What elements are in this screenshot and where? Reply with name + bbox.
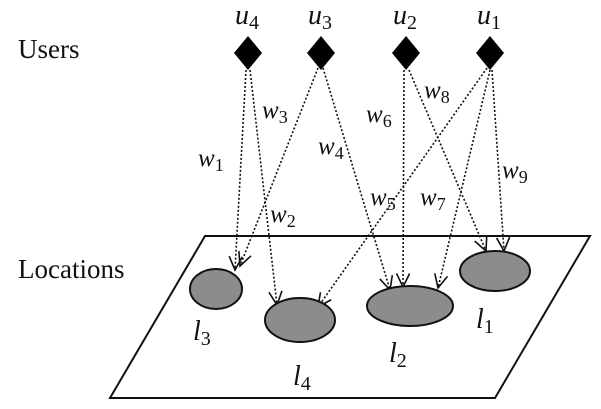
- edge-label-w1: w1: [198, 145, 224, 175]
- user-node-u1: [476, 36, 504, 70]
- edge-label-w9: w9: [502, 157, 528, 187]
- user-label-u2: u2: [393, 0, 417, 34]
- user-label-u3: u3: [308, 0, 332, 34]
- edge-w1: [234, 69, 247, 271]
- users-row-label: Users: [18, 34, 80, 64]
- user-label-u1: u1: [477, 0, 501, 34]
- location-label-l4: l4: [293, 361, 311, 395]
- arrowhead-w8: [474, 235, 488, 253]
- user-node-u4: [234, 36, 262, 70]
- edge-label-w4: w4: [318, 133, 344, 163]
- location-node-l1: [459, 250, 531, 292]
- edge-w8: [408, 69, 487, 252]
- edge-w5: [317, 67, 488, 308]
- location-node-l3: [189, 268, 243, 310]
- location-label-l1: l1: [476, 304, 494, 338]
- edge-w7: [437, 69, 491, 289]
- edge-w3: [239, 67, 319, 267]
- arrowhead-w3: [238, 250, 252, 268]
- edge-w6: [402, 69, 405, 288]
- location-node-l4: [264, 297, 336, 343]
- edge-w4: [322, 67, 391, 291]
- edge-w2: [249, 69, 278, 306]
- edge-label-w8: w8: [424, 77, 450, 107]
- locations-row-label: Locations: [18, 254, 124, 284]
- location-label-l2: l2: [389, 338, 407, 372]
- user-node-u2: [392, 36, 420, 70]
- user-node-u3: [307, 36, 335, 70]
- user-label-u4: u4: [235, 0, 259, 34]
- location-node-l2: [366, 285, 454, 327]
- location-label-l3: l3: [193, 316, 211, 350]
- edge-label-w2: w2: [270, 201, 296, 231]
- edge-label-w6: w6: [366, 101, 392, 131]
- arrowhead-w7: [434, 273, 449, 290]
- edge-label-w7: w7: [420, 184, 446, 214]
- edge-label-w3: w3: [262, 97, 288, 127]
- edge-label-w5: w5: [370, 184, 396, 214]
- location-plane: [108, 235, 592, 399]
